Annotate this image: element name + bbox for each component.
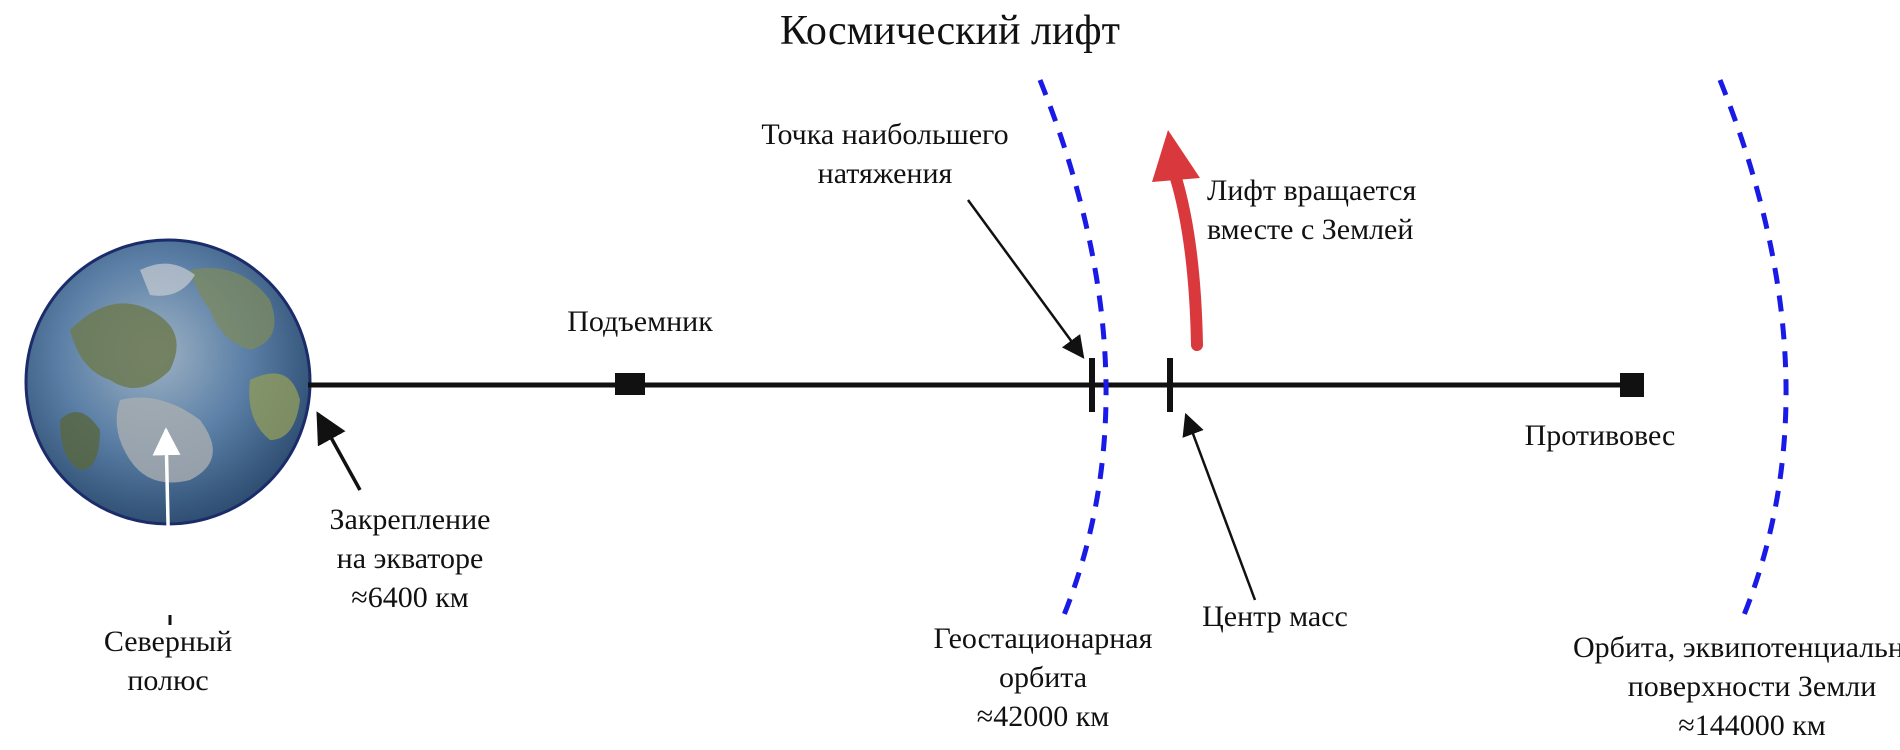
rotation-label-line2: вместе с Землей: [1207, 213, 1413, 246]
earth-globe: [24, 238, 312, 526]
diagram-title: Космический лифт: [780, 8, 1120, 54]
equipotential-orbit-label-line2: поверхности Земли: [1628, 670, 1877, 703]
climber-label: Подъемник: [567, 305, 713, 338]
equipotential-orbit-label-line3: ≈144000 км: [1678, 709, 1826, 742]
geo-orbit-label-line1: Геостационарная: [934, 622, 1153, 655]
anchor-label-line2: на экваторе: [337, 542, 484, 575]
geo-orbit-label-line3: ≈42000 км: [977, 700, 1110, 733]
max-tension-label-line2: натяжения: [818, 157, 953, 190]
max-tension-arrow: [966, 199, 1085, 359]
anchor-label-line1: Закрепление: [329, 503, 490, 536]
geo-orbit-label-line2: орбита: [999, 661, 1087, 694]
climber-block: [615, 373, 645, 395]
geostationary-orbit-arc: [1037, 79, 1109, 621]
anchor-arrow: [316, 411, 362, 491]
north-pole-arrow: [152, 427, 181, 616]
rotation-arrow: [1152, 130, 1203, 351]
equipotential-orbit-arc: [1717, 79, 1789, 621]
center-of-mass-label: Центр масс: [1202, 600, 1348, 633]
anchor-label-line3: ≈6400 км: [351, 581, 469, 614]
rotation-label-line1: Лифт вращается: [1207, 174, 1416, 207]
max-tension-label-line1: Точка наибольшего: [761, 118, 1008, 151]
center-of-mass-arrow: [1182, 412, 1257, 601]
north-pole-label-line2: полюс: [127, 664, 208, 697]
north-pole-label-line1: Северный: [104, 625, 232, 658]
counterweight-block: [1620, 373, 1644, 397]
counterweight-label: Противовес: [1525, 419, 1676, 452]
equipotential-orbit-label-line1: Орбита, эквипотенциальная: [1573, 631, 1900, 664]
